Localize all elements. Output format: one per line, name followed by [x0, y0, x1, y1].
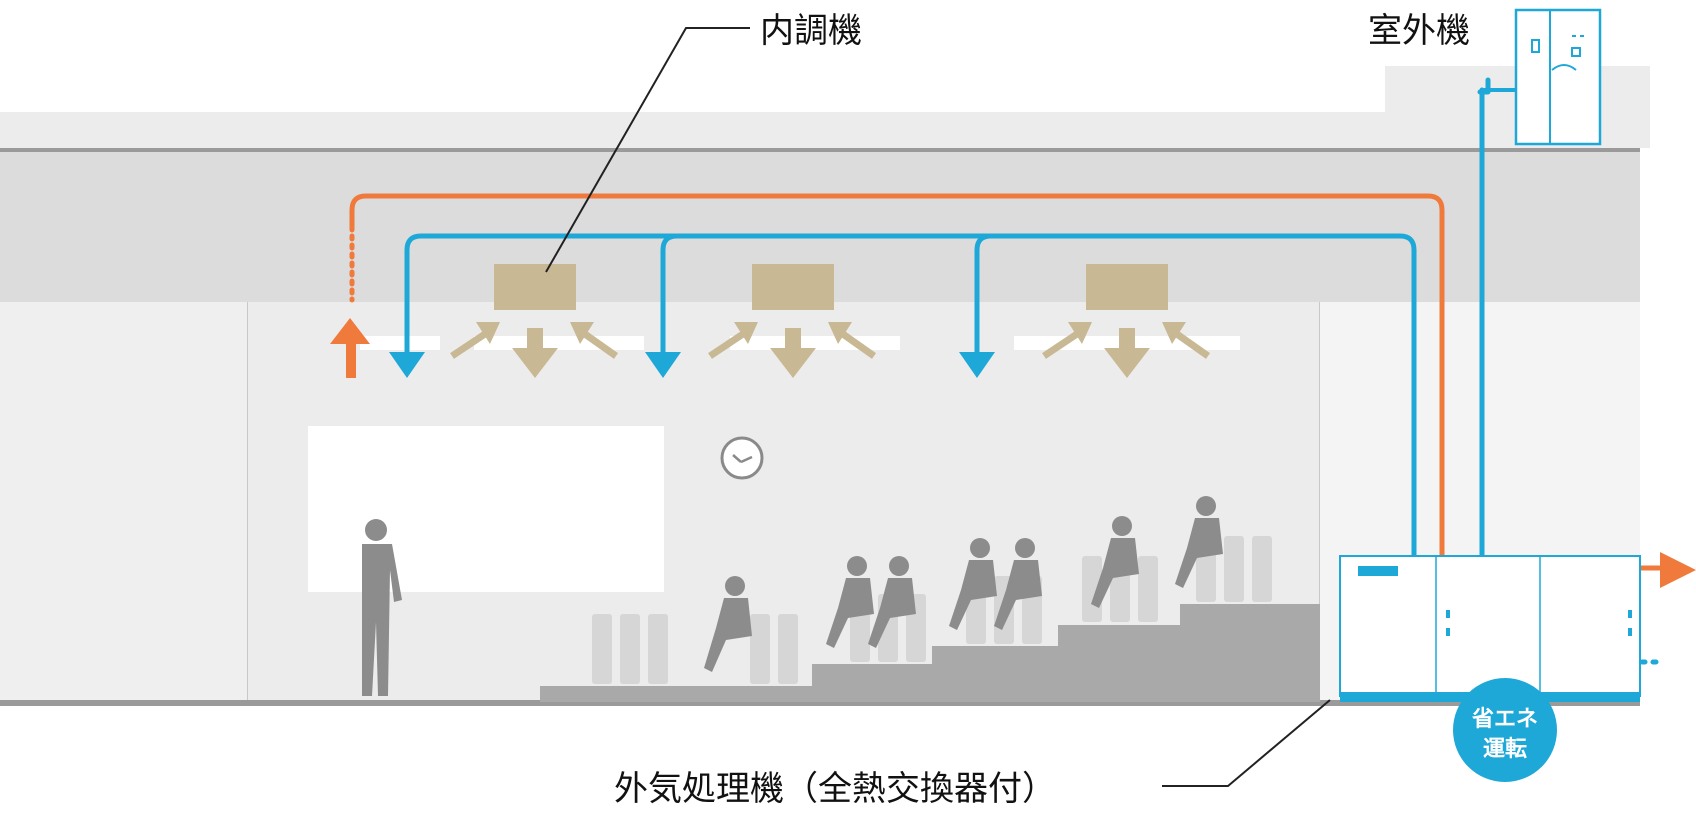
person-icon — [826, 556, 874, 648]
supply-arrows — [389, 352, 995, 378]
arrow-down-icon — [389, 352, 425, 378]
unit-logo — [1358, 566, 1398, 576]
indoor-unit-box — [1086, 264, 1168, 310]
indoor-units — [494, 264, 1168, 310]
outdoor-unit-label: 室外機 — [1368, 11, 1470, 51]
arrow-in-left-icon — [450, 322, 500, 359]
arrow-in-right-icon — [1162, 322, 1211, 359]
person-icon — [362, 519, 402, 696]
person-icon — [949, 538, 997, 630]
chair-icon — [1252, 536, 1272, 602]
callout-line-indoor — [545, 27, 750, 273]
roof-slab — [0, 66, 1650, 148]
outdoor-unit — [1514, 8, 1602, 146]
eco-badge-line1: 省エネ — [1471, 707, 1538, 732]
arrow-down-icon — [770, 328, 816, 378]
person-icon — [994, 538, 1042, 630]
callout-line-outside-air — [1162, 699, 1331, 787]
person-icon — [868, 556, 916, 648]
chair-icon — [592, 614, 612, 684]
outside-air-unit — [1339, 555, 1641, 702]
arrow-up-icon — [330, 318, 370, 378]
person-icon — [1175, 496, 1223, 588]
stepped-seating — [540, 604, 1320, 702]
indoor-unit-box — [494, 264, 576, 310]
arrow-in-right-icon — [828, 322, 877, 359]
projection-screen — [308, 426, 664, 592]
outside-air-unit-label: 外気処理機（全熱交換器付） — [614, 769, 1056, 809]
floor-slab — [0, 700, 1640, 706]
supply-duct-branch — [974, 233, 994, 355]
indoor-unit-box — [752, 264, 834, 310]
callout-lines — [545, 27, 1331, 787]
airflow-arrows — [450, 322, 1211, 378]
ceiling-slot — [474, 336, 644, 350]
ceiling-slot — [730, 336, 900, 350]
chair-icon — [620, 614, 640, 684]
clock-icon — [720, 436, 764, 480]
supply-duct-branch — [660, 233, 680, 355]
eco-badge-line2: 運転 — [1483, 736, 1527, 762]
chair-icon — [750, 614, 770, 684]
stairs — [540, 604, 1320, 702]
ceiling-slot — [360, 336, 440, 350]
person-icon — [1091, 516, 1139, 608]
arrow-in-left-icon — [708, 322, 758, 359]
left-wall — [0, 302, 248, 702]
person-icon — [704, 576, 752, 672]
chair-icon — [1138, 556, 1158, 622]
arrow-right-icon — [1660, 552, 1696, 588]
arrow-down-icon — [645, 352, 681, 378]
eco-badge: 省エネ 運転 — [1453, 678, 1557, 782]
people — [362, 496, 1223, 696]
chair-icon — [648, 614, 668, 684]
arrow-in-right-icon — [570, 322, 619, 359]
arrow-down-icon — [1104, 328, 1150, 378]
chair-icon — [1224, 536, 1244, 602]
arrow-down-icon — [959, 352, 995, 378]
arrow-down-icon — [512, 328, 558, 378]
arrow-in-left-icon — [1042, 322, 1092, 359]
indoor-unit-label: 内調機 — [760, 11, 862, 51]
chair-icon — [778, 614, 798, 684]
